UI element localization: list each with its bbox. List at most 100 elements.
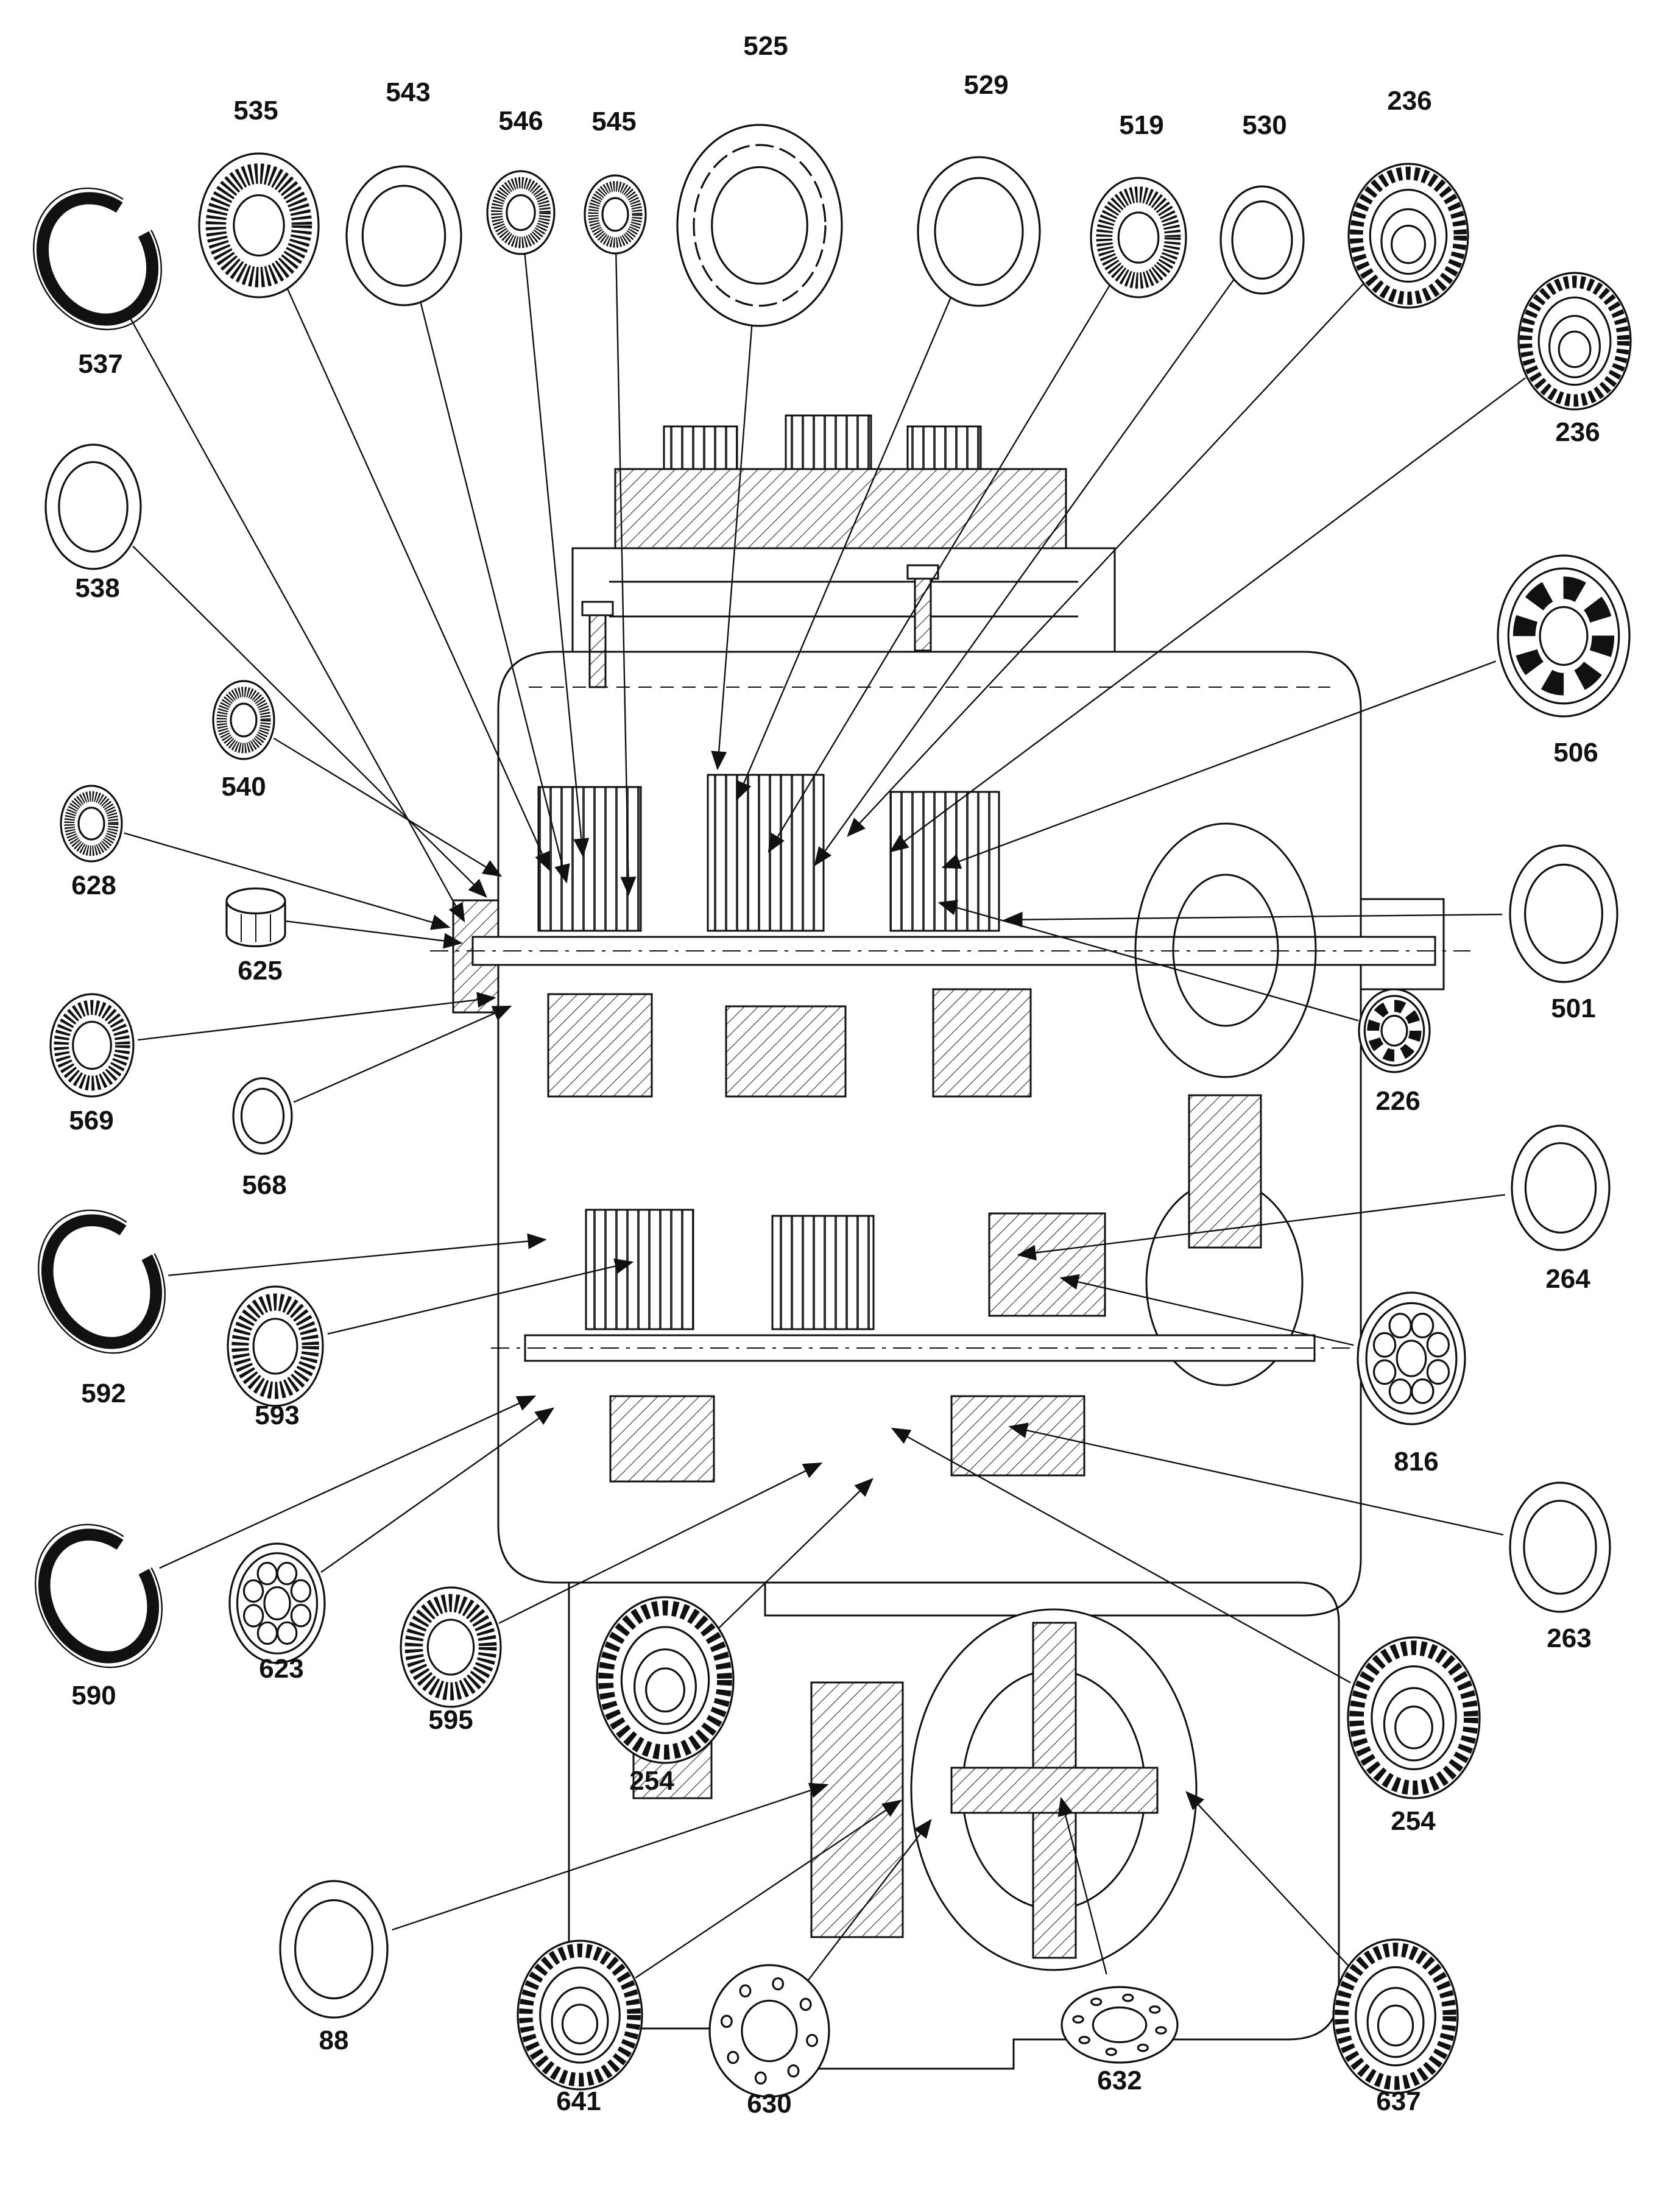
part-630: 630	[708, 1818, 932, 2119]
leader-line	[718, 1478, 874, 1629]
leader-line	[168, 1233, 547, 1276]
clutch-pack-lower	[585, 1209, 875, 1330]
part-number-label: 236	[1555, 417, 1600, 447]
leader-line	[615, 249, 637, 896]
part-236: 236	[889, 272, 1632, 853]
part-number-label: 506	[1553, 738, 1598, 768]
part-236: 236	[847, 86, 1469, 837]
part-641: 641	[517, 1799, 902, 2116]
part-538: 538	[44, 443, 487, 898]
part-590: 590	[35, 1395, 537, 1710]
part-number-label: 529	[964, 70, 1008, 100]
part-number-label: 637	[1376, 2086, 1421, 2116]
part-263: 263	[1008, 1422, 1611, 1653]
part-number-label: 537	[78, 349, 122, 379]
part-number-label: 254	[1391, 1806, 1436, 1836]
leader-line	[937, 900, 1359, 1022]
part-number-label: 540	[221, 772, 266, 802]
leader-line	[293, 1005, 512, 1103]
part-number-label: 625	[238, 956, 282, 986]
part-number-label: 226	[1375, 1086, 1420, 1116]
part-628: 628	[60, 785, 451, 930]
leader-line	[1017, 1194, 1506, 1261]
part-593: 593	[227, 1258, 634, 1430]
gear-block-lower	[609, 1212, 1106, 1483]
part-number-label: 519	[1119, 110, 1163, 140]
part-519: 519	[768, 110, 1187, 853]
leader-line	[1008, 1422, 1504, 1536]
leader-line	[523, 249, 590, 858]
leader-line	[418, 296, 570, 884]
leader-line	[889, 377, 1526, 853]
valve-body	[571, 414, 1116, 653]
part-595: 595	[400, 1462, 823, 1735]
part-number-label: 816	[1394, 1447, 1438, 1477]
part-number-label: 543	[386, 77, 430, 107]
part-88: 88	[279, 1782, 829, 2055]
part-number-label: 263	[1547, 1623, 1591, 1653]
leader-line	[137, 992, 496, 1041]
leader-line	[285, 920, 463, 949]
part-529: 529	[736, 70, 1041, 801]
planetary-gearset	[1134, 822, 1317, 1386]
part-number-label: 641	[556, 2086, 601, 2116]
part-592: 592	[38, 1209, 547, 1408]
part-637: 637	[1185, 1791, 1459, 2116]
part-number-label: 535	[233, 96, 278, 125]
leader-line	[635, 1799, 902, 1979]
clutch-pack-upper	[537, 774, 1000, 932]
part-number-label: 88	[319, 2025, 349, 2055]
part-number-label: 628	[71, 870, 116, 900]
leader-line	[284, 284, 551, 872]
countershaft	[491, 1334, 1371, 1362]
part-number-label: 538	[75, 573, 119, 603]
part-264: 264	[1017, 1124, 1611, 1294]
part-number-label: 545	[591, 107, 636, 136]
transmission-cross-section	[430, 414, 1470, 2070]
part-632: 632	[1057, 1796, 1179, 2095]
part-543: 543	[345, 77, 570, 884]
part-623: 623	[228, 1407, 555, 1684]
part-number-label: 632	[1097, 2066, 1142, 2095]
part-535: 535	[198, 96, 551, 872]
leader-line	[1057, 1796, 1107, 1975]
part-816: 816	[1059, 1274, 1466, 1477]
part-number-label: 501	[1551, 994, 1595, 1023]
part-625: 625	[225, 887, 463, 986]
part-530: 530	[814, 110, 1305, 867]
part-number-label: 568	[242, 1170, 286, 1200]
case-bolts	[581, 564, 939, 688]
leader-line	[129, 316, 465, 923]
part-number-label: 593	[255, 1400, 299, 1430]
leader-line	[891, 1427, 1351, 1684]
part-525: 525	[676, 31, 843, 771]
leader-line	[847, 282, 1365, 837]
leader-line	[941, 660, 1497, 869]
part-506: 506	[941, 554, 1631, 869]
leader-line	[498, 1462, 823, 1624]
part-number-label: 236	[1387, 86, 1431, 116]
leader-line	[711, 315, 754, 771]
part-540: 540	[212, 680, 503, 877]
part-501: 501	[1003, 844, 1618, 1023]
part-number-label: 264	[1545, 1264, 1590, 1294]
part-254: 254	[596, 1478, 874, 1796]
part-number-label: 595	[428, 1705, 473, 1735]
leader-line	[159, 1395, 537, 1569]
part-number-label: 546	[498, 106, 543, 136]
gear-block-upper	[547, 988, 1032, 1098]
leader-line	[392, 1782, 829, 1931]
part-number-label: 254	[629, 1766, 674, 1796]
part-number-label: 630	[747, 2089, 791, 2119]
part-number-label: 623	[259, 1654, 303, 1684]
part-545: 545	[584, 107, 647, 896]
differential-assembly	[910, 1608, 1198, 1971]
leader-line	[1059, 1274, 1354, 1346]
part-254: 254	[891, 1427, 1481, 1836]
leader-line	[814, 278, 1235, 867]
part-number-label: 569	[69, 1106, 113, 1135]
part-546: 546	[486, 106, 590, 858]
